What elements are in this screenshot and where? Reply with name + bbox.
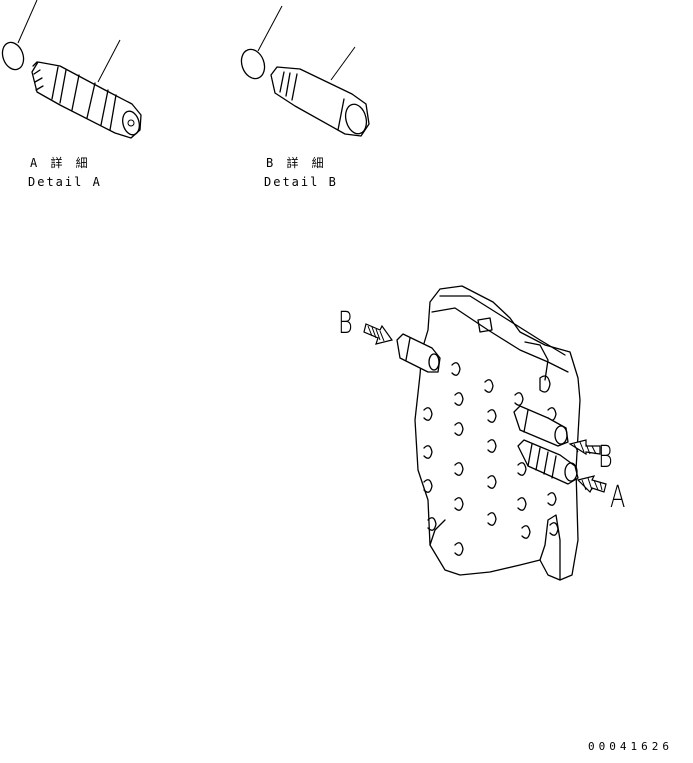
arrow-b-left <box>363 323 394 345</box>
detail-a-title-en: Detail A <box>28 175 102 189</box>
arrow-b-right <box>568 439 601 456</box>
detail-b-drawing <box>240 5 370 137</box>
detail-a-drawing <box>1 0 142 139</box>
callout-b-right: B <box>598 440 613 475</box>
plug-b <box>270 46 370 137</box>
detail-b-title-ja: B 詳 細 <box>266 156 327 170</box>
o-ring-a <box>1 0 38 71</box>
callout-a-right: A <box>610 480 626 515</box>
o-ring-b <box>240 5 283 80</box>
arrow-a-right <box>576 475 607 494</box>
detail-b-title-en: Detail B <box>264 175 338 189</box>
callout-b-left: B <box>338 306 353 341</box>
detail-a-title-ja: A 詳 細 <box>30 156 91 170</box>
cartridge-valve-a <box>31 39 142 139</box>
control-valve-assembly <box>396 285 581 581</box>
drawing-number: 00041626 <box>588 740 673 753</box>
